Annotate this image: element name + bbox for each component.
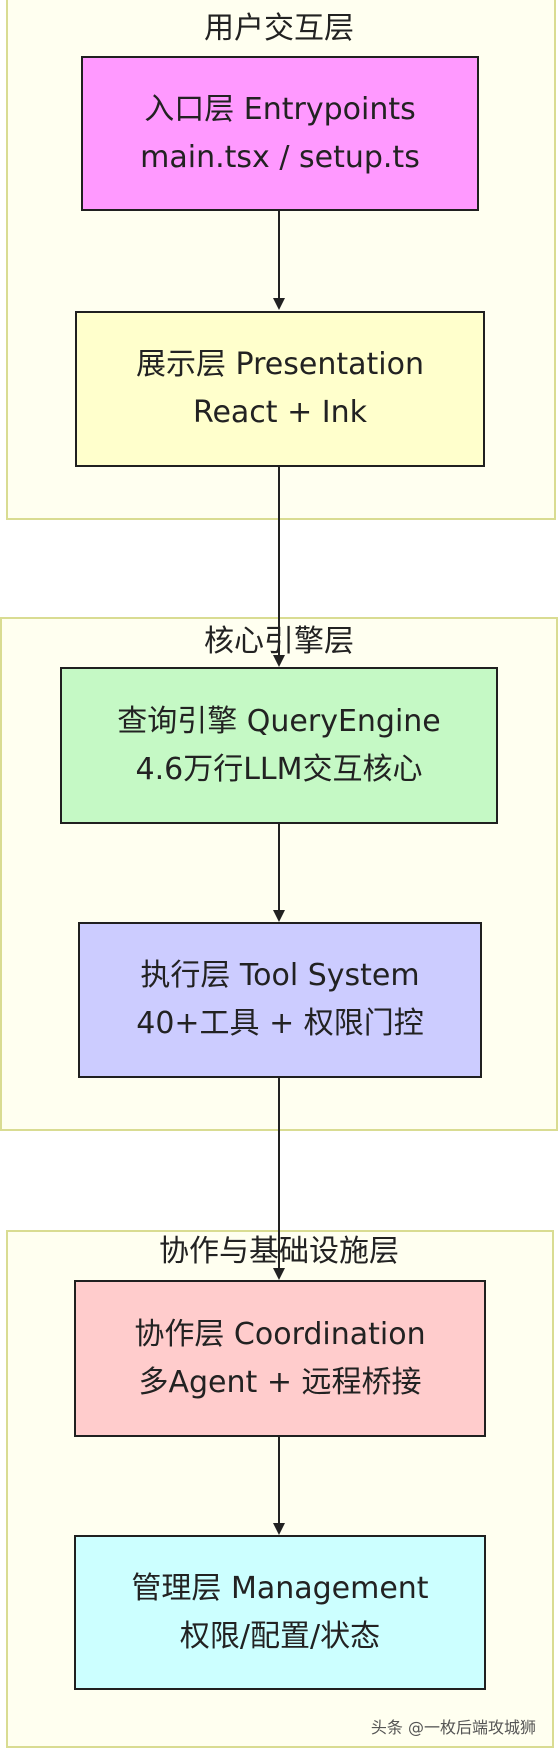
node-presentation-subtitle: React + Ink [192,395,368,430]
node-management-title: 管理层 Management [131,1570,429,1606]
group-label-collaboration-infrastructure: 协作与基础设施层 [159,1234,399,1269]
node-coordination-title: 协作层 Coordination [134,1316,426,1352]
node-tool-system: 执行层 Tool System 40+工具 + 权限门控 [78,922,482,1078]
group-label-user-interaction: 用户交互层 [204,11,354,46]
node-tool-system-subtitle: 40+工具 + 权限门控 [136,1006,424,1041]
node-presentation: 展示层 Presentation React + Ink [75,311,485,467]
node-entrypoints-title: 入口层 Entrypoints [144,91,416,127]
node-entrypoints: 入口层 Entrypoints main.tsx / setup.ts [81,56,479,211]
group-label-core-engine: 核心引擎层 [204,624,354,659]
node-entrypoints-subtitle: main.tsx / setup.ts [140,139,420,175]
node-presentation-title: 展示层 Presentation [136,347,424,382]
node-queryengine-title: 查询引擎 QueryEngine [117,703,441,739]
node-tool-system-title: 执行层 Tool System [140,958,420,993]
node-coordination-subtitle: 多Agent + 远程桥接 [138,1364,422,1400]
watermark: 头条 @一枚后端攻城狮 [370,1718,536,1737]
node-queryengine-subtitle: 4.6万行LLM交互核心 [135,751,423,787]
node-management: 管理层 Management 权限/配置/状态 [74,1535,486,1690]
node-queryengine: 查询引擎 QueryEngine 4.6万行LLM交互核心 [60,667,498,824]
node-coordination: 协作层 Coordination 多Agent + 远程桥接 [74,1280,486,1437]
node-management-subtitle: 权限/配置/状态 [179,1618,381,1654]
